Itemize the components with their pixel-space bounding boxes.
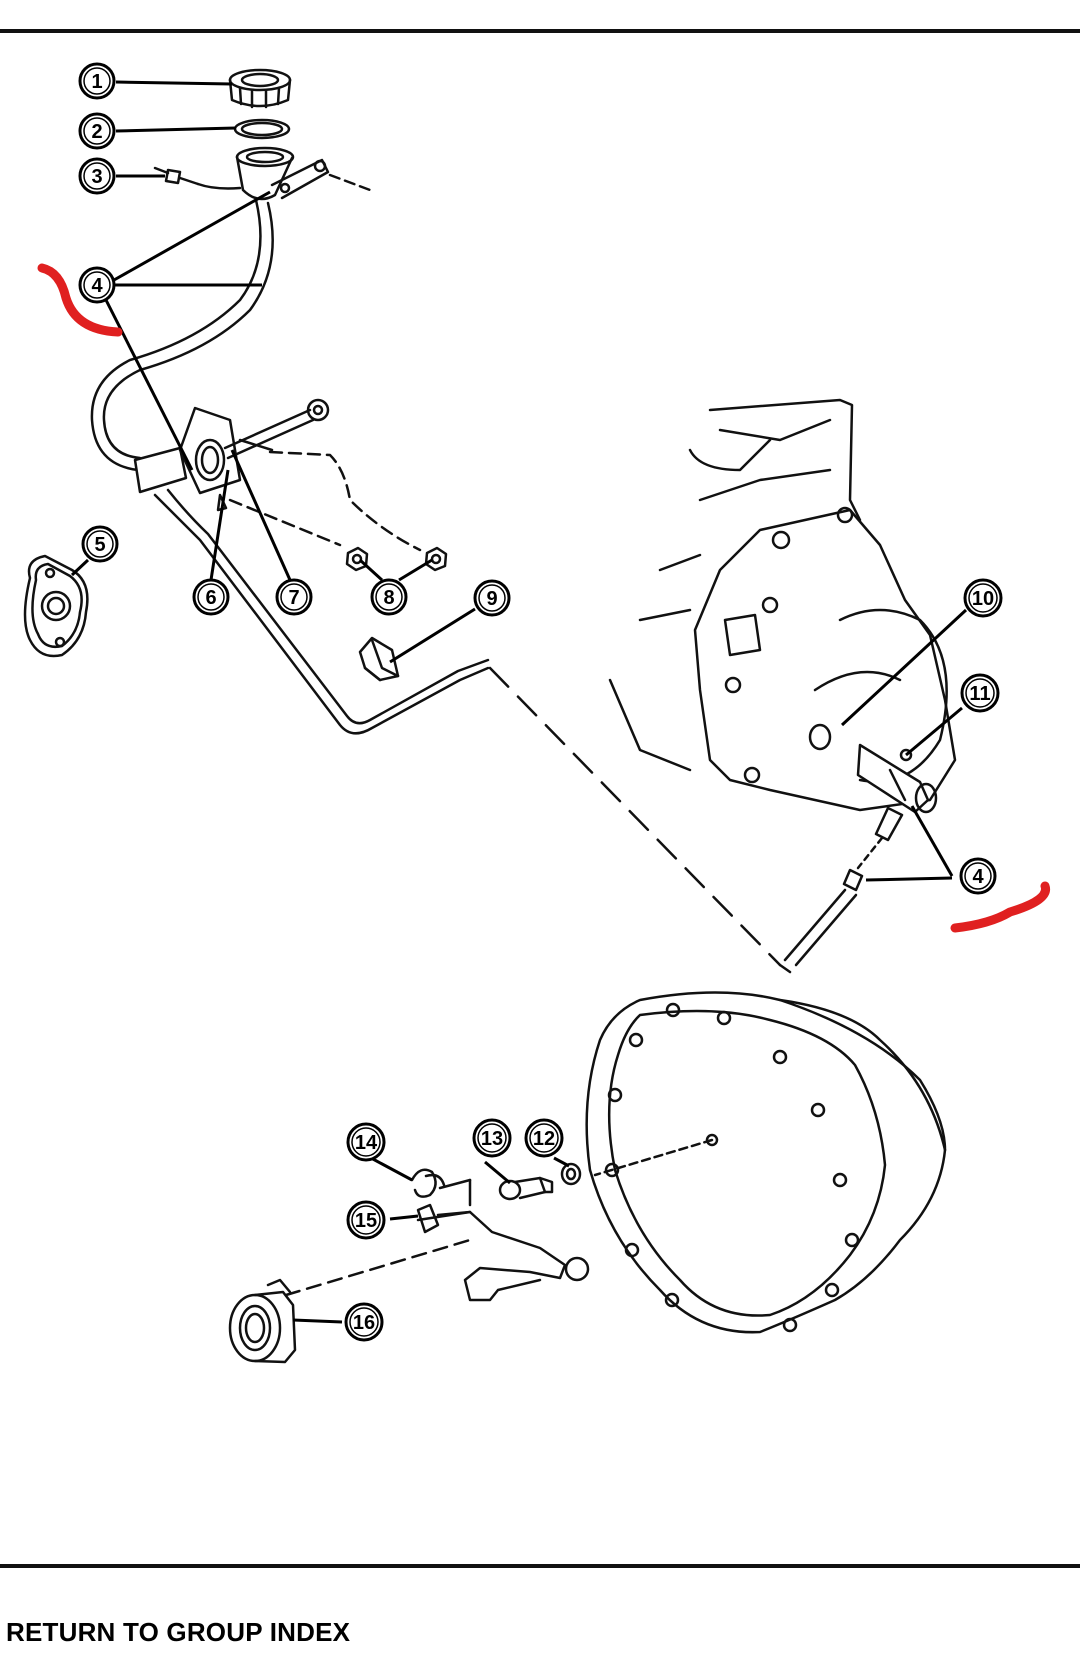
mounting-bolt <box>153 166 242 190</box>
callout-8: 8 <box>370 578 408 616</box>
callout-7: 7 <box>275 578 313 616</box>
svg-text:14: 14 <box>355 1132 378 1154</box>
svg-text:7: 7 <box>288 587 299 609</box>
svg-text:10: 10 <box>972 588 994 610</box>
red-markup-stroke-right <box>950 881 1050 933</box>
svg-text:4: 4 <box>91 275 103 297</box>
return-to-group-index-link[interactable]: RETURN TO GROUP INDEX <box>6 1617 351 1647</box>
svg-text:4: 4 <box>972 866 984 888</box>
svg-text:2: 2 <box>91 121 102 143</box>
retaining-clip <box>358 636 400 682</box>
red-markup-stroke-left <box>37 263 123 337</box>
svg-text:6: 6 <box>205 587 216 609</box>
svg-text:3: 3 <box>91 166 102 188</box>
svg-text:15: 15 <box>355 1210 377 1232</box>
callout-5: 5 <box>81 525 119 563</box>
callout-4-right: 4 <box>959 857 997 895</box>
svg-text:12: 12 <box>533 1128 555 1150</box>
callout-2: 2 <box>78 112 116 150</box>
svg-text:9: 9 <box>486 588 497 610</box>
svg-text:16: 16 <box>353 1312 375 1334</box>
master-cylinder <box>133 398 422 552</box>
callout-12: 12 <box>524 1118 564 1158</box>
bell-housing <box>585 991 947 1334</box>
callout-6: 6 <box>192 578 230 616</box>
reservoir-hose <box>90 198 274 472</box>
callout-4: 4 <box>78 266 116 304</box>
svg-text:8: 8 <box>383 587 394 609</box>
fork-spring-clip <box>410 1168 472 1207</box>
reservoir-seal <box>233 118 291 140</box>
svg-text:13: 13 <box>481 1128 503 1150</box>
reservoir-body <box>235 146 372 201</box>
callout-1: 1 <box>78 62 116 100</box>
transmission-case <box>608 398 957 967</box>
callout-14: 14 <box>346 1122 386 1162</box>
callout-13: 13 <box>472 1118 512 1158</box>
svg-text:1: 1 <box>91 71 102 93</box>
mounting-gasket <box>23 554 89 658</box>
callout-11: 11 <box>960 673 1000 713</box>
svg-text:11: 11 <box>969 683 990 705</box>
callout-16: 16 <box>344 1302 384 1342</box>
pivot-washer <box>560 1162 582 1186</box>
fork-pivot-stud <box>498 1176 554 1201</box>
reservoir-cap <box>228 68 292 109</box>
release-bearing <box>228 1238 472 1364</box>
svg-text:5: 5 <box>94 534 105 556</box>
callout-9: 9 <box>473 579 511 617</box>
hydraulic-line <box>153 488 792 974</box>
release-fork <box>416 1203 590 1302</box>
callout-15: 15 <box>346 1200 386 1240</box>
callout-10: 10 <box>963 578 1003 618</box>
callout-3: 3 <box>78 157 116 195</box>
